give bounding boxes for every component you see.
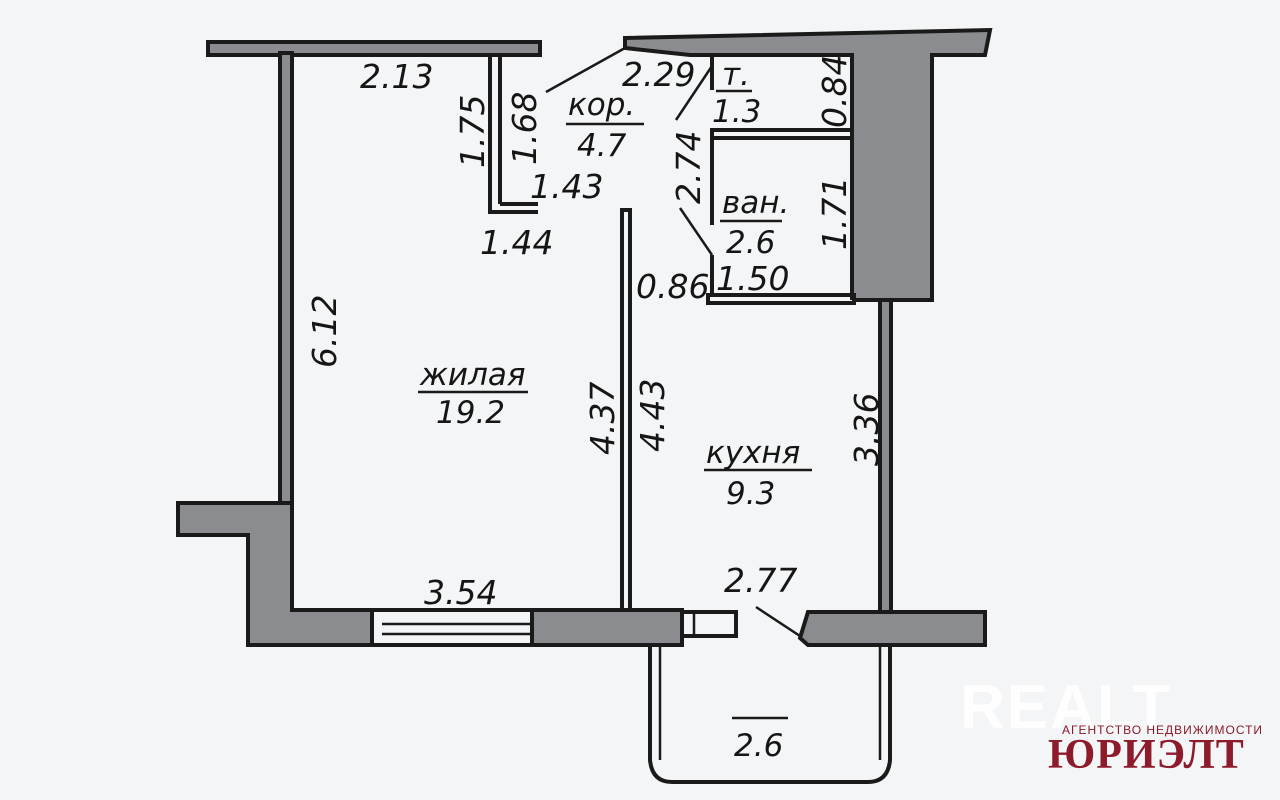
- balcony-area: 2.6: [734, 728, 783, 764]
- dim-living-bottom: 3.54: [424, 573, 497, 612]
- dim-closet-bottom: 1.44: [480, 223, 553, 262]
- wall-top-left: [206, 40, 542, 57]
- kitchen-area: 9.3: [726, 476, 775, 512]
- walls: [176, 27, 993, 784]
- corridor-name: кор.: [568, 87, 635, 123]
- living-room-name: жилая: [419, 357, 526, 393]
- kitchen-name: кухня: [706, 435, 800, 471]
- room-labels: жилая 19.2 кухня 9.3 кор. 4.7 т. 1.3 ван…: [418, 57, 812, 764]
- balcony-outline: [648, 645, 892, 784]
- toilet-area: 1.3: [712, 94, 761, 130]
- dim-bath-height: 1.71: [815, 177, 854, 250]
- wall-left: [278, 51, 294, 505]
- dim-bath-width: 1.50: [716, 259, 789, 298]
- toilet-name: т.: [722, 57, 750, 93]
- window-living: [370, 608, 542, 647]
- wall-bottom-middle: [530, 608, 684, 647]
- door-swing-kitchen: [755, 605, 801, 638]
- dim-corridor-top: 2.29: [622, 55, 695, 94]
- dim-living-top: 2.13: [360, 57, 433, 96]
- dim-door-width: 0.86: [636, 267, 709, 306]
- bath-name: ван.: [722, 185, 789, 221]
- dim-kitchen-bottom: 2.77: [724, 561, 797, 600]
- watermark-logo-realt: REALT: [960, 673, 1172, 742]
- door-swing-bath: [678, 207, 714, 256]
- dimension-labels: 2.13 6.12 3.54 1.75 1.68 1.43 1.44 2.29 …: [305, 55, 886, 612]
- dim-corridor-side: 2.74: [669, 131, 708, 204]
- corridor-area: 4.7: [577, 128, 627, 164]
- watermark-brand: ЮРИЭЛТ: [1048, 732, 1245, 778]
- dim-living-left: 6.12: [305, 295, 344, 368]
- dim-closet-inner: 1.68: [505, 92, 544, 165]
- dim-toilet-height: 0.84: [815, 55, 854, 128]
- dim-closet-outer: 1.75: [453, 95, 492, 168]
- dim-partition-right: 4.43: [633, 379, 672, 452]
- door-swing-corridor: [545, 46, 626, 94]
- closet-wall: [488, 55, 538, 214]
- dim-kitchen-right: 3.36: [847, 393, 886, 466]
- bath-area: 2.6: [726, 225, 775, 261]
- dim-closet-width: 1.43: [530, 167, 603, 206]
- balcony-door: [680, 610, 738, 638]
- wall-top-right: [623, 27, 993, 302]
- dim-partition-left: 4.37: [583, 382, 622, 455]
- wall-bottom-right: [797, 610, 987, 647]
- living-room-area: 19.2: [436, 395, 505, 431]
- wall-bottom-left: [176, 501, 374, 647]
- partition-living-kitchen: [620, 208, 632, 612]
- door-swing-toilet: [674, 65, 714, 121]
- wall-toilet-bath: [710, 128, 854, 140]
- watermark: REALT АГЕНТСТВО НЕДВИЖИМОСТИ ЮРИЭЛТ: [960, 673, 1263, 778]
- watermark-tagline: АГЕНТСТВО НЕДВИЖИМОСТИ: [1062, 723, 1263, 737]
